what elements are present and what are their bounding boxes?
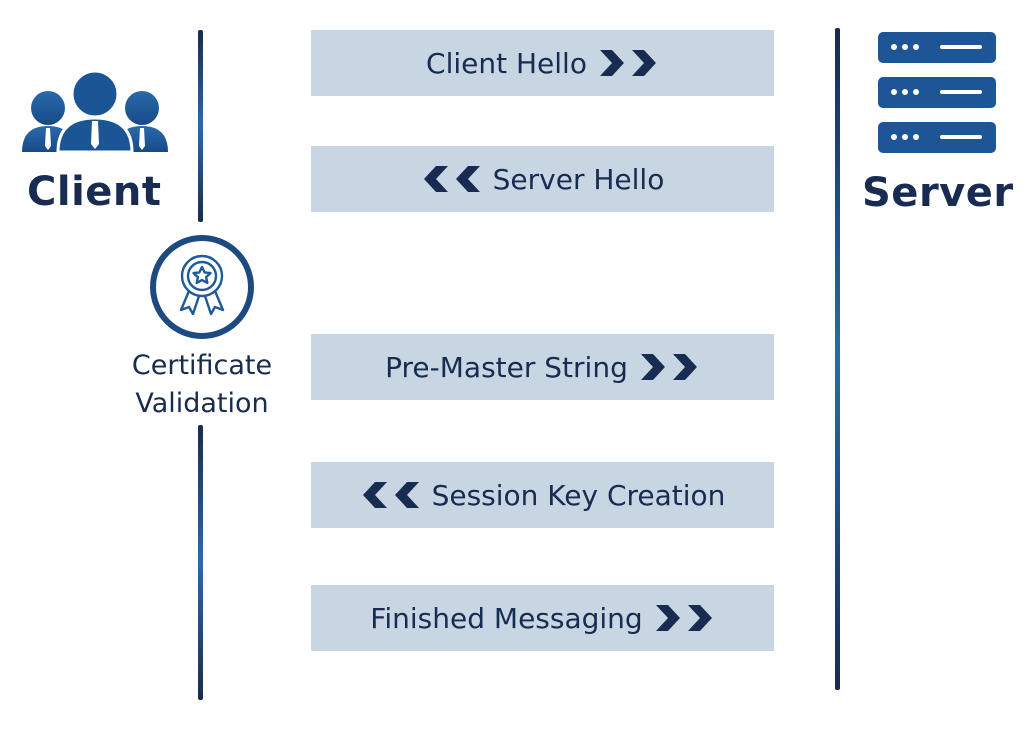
double-chevron-left-icon: [421, 164, 483, 194]
server-lifeline: [835, 28, 840, 690]
certificate-line2: Validation: [135, 388, 269, 419]
message-label: Session Key Creation: [431, 478, 726, 512]
message-bar-pre-master-string: Pre-Master String: [311, 334, 774, 400]
message-bar-client-hello: Client Hello: [311, 30, 774, 96]
message-label: Server Hello: [492, 162, 665, 196]
award-badge-icon: [149, 234, 255, 340]
certificate-validation-label: Certificate Validation: [112, 347, 292, 423]
message-bar-server-hello: Server Hello: [311, 146, 774, 212]
client-lifeline-top: [198, 30, 203, 222]
message-bar-finished-messaging: Finished Messaging: [311, 585, 774, 651]
server-rack-icon: [878, 32, 996, 154]
message-label: Finished Messaging: [370, 601, 643, 635]
double-chevron-left-icon: [360, 480, 422, 510]
message-label: Pre-Master String: [385, 350, 628, 384]
client-lifeline-bottom: [198, 425, 203, 700]
double-chevron-right-icon: [597, 48, 659, 78]
message-bar-session-key-creation: Session Key Creation: [311, 462, 774, 528]
double-chevron-right-icon: [653, 603, 715, 633]
double-chevron-right-icon: [638, 352, 700, 382]
message-label: Client Hello: [426, 46, 587, 80]
certificate-line1: Certificate: [131, 350, 273, 381]
server-label: Server: [862, 170, 1014, 216]
users-group-icon: [20, 68, 170, 154]
client-label: Client: [27, 169, 162, 215]
